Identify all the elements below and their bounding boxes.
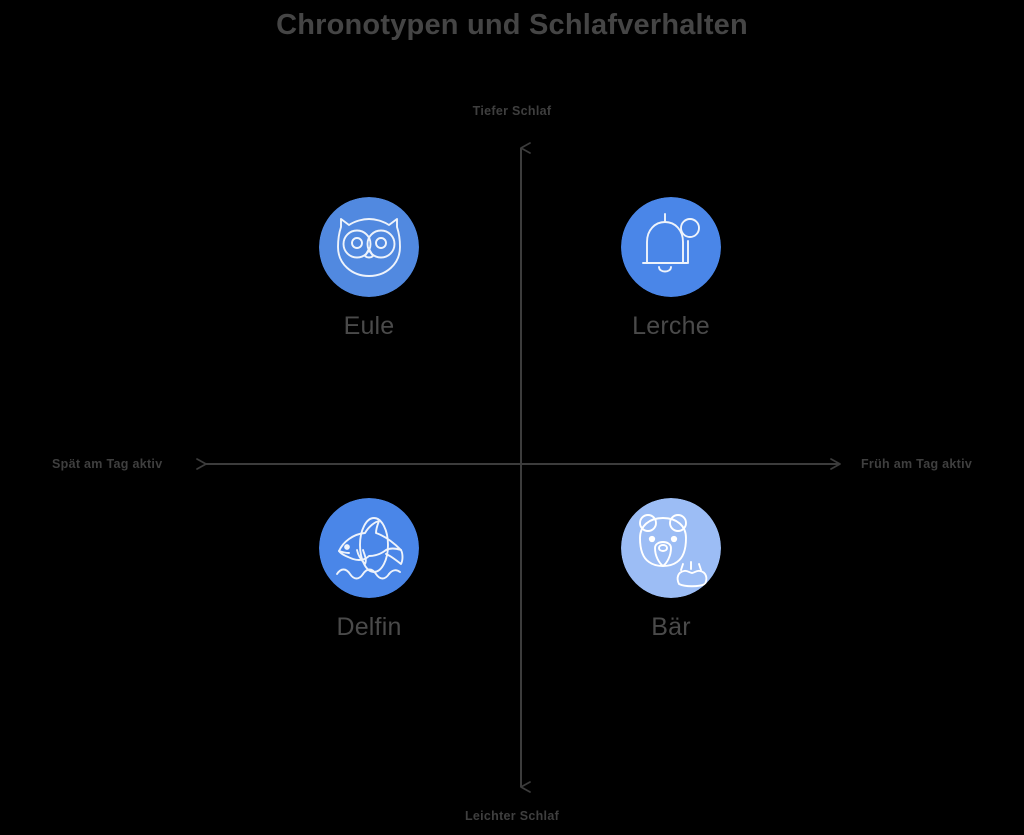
owl-icon <box>319 197 419 297</box>
axis-label-bottom: Leichter Schlaf <box>464 809 560 823</box>
quadrant-label-delfin: Delfin <box>336 613 402 641</box>
quadrant-label-lerche: Lerche <box>632 312 710 340</box>
axis-label-left: Spät am Tag aktiv <box>52 457 163 471</box>
page-title: Chronotypen und Schlafverhalten <box>276 9 748 41</box>
dolphin-icon <box>319 498 419 598</box>
alarm-bell-icon <box>621 197 721 297</box>
quadrant-node-lerche: Lerche <box>571 197 771 341</box>
quadrant-node-baer: Bär <box>571 498 771 642</box>
bear-icon <box>621 498 721 598</box>
quadrant-node-delfin: Delfin <box>269 498 469 642</box>
axis-label-top: Tiefer Schlaf <box>472 104 552 118</box>
quadrant-label-baer: Bär <box>651 613 691 641</box>
quadrant-label-eule: Eule <box>343 312 395 340</box>
axis-label-right: Früh am Tag aktiv <box>861 457 973 471</box>
quadrant-node-eule: Eule <box>269 197 469 341</box>
